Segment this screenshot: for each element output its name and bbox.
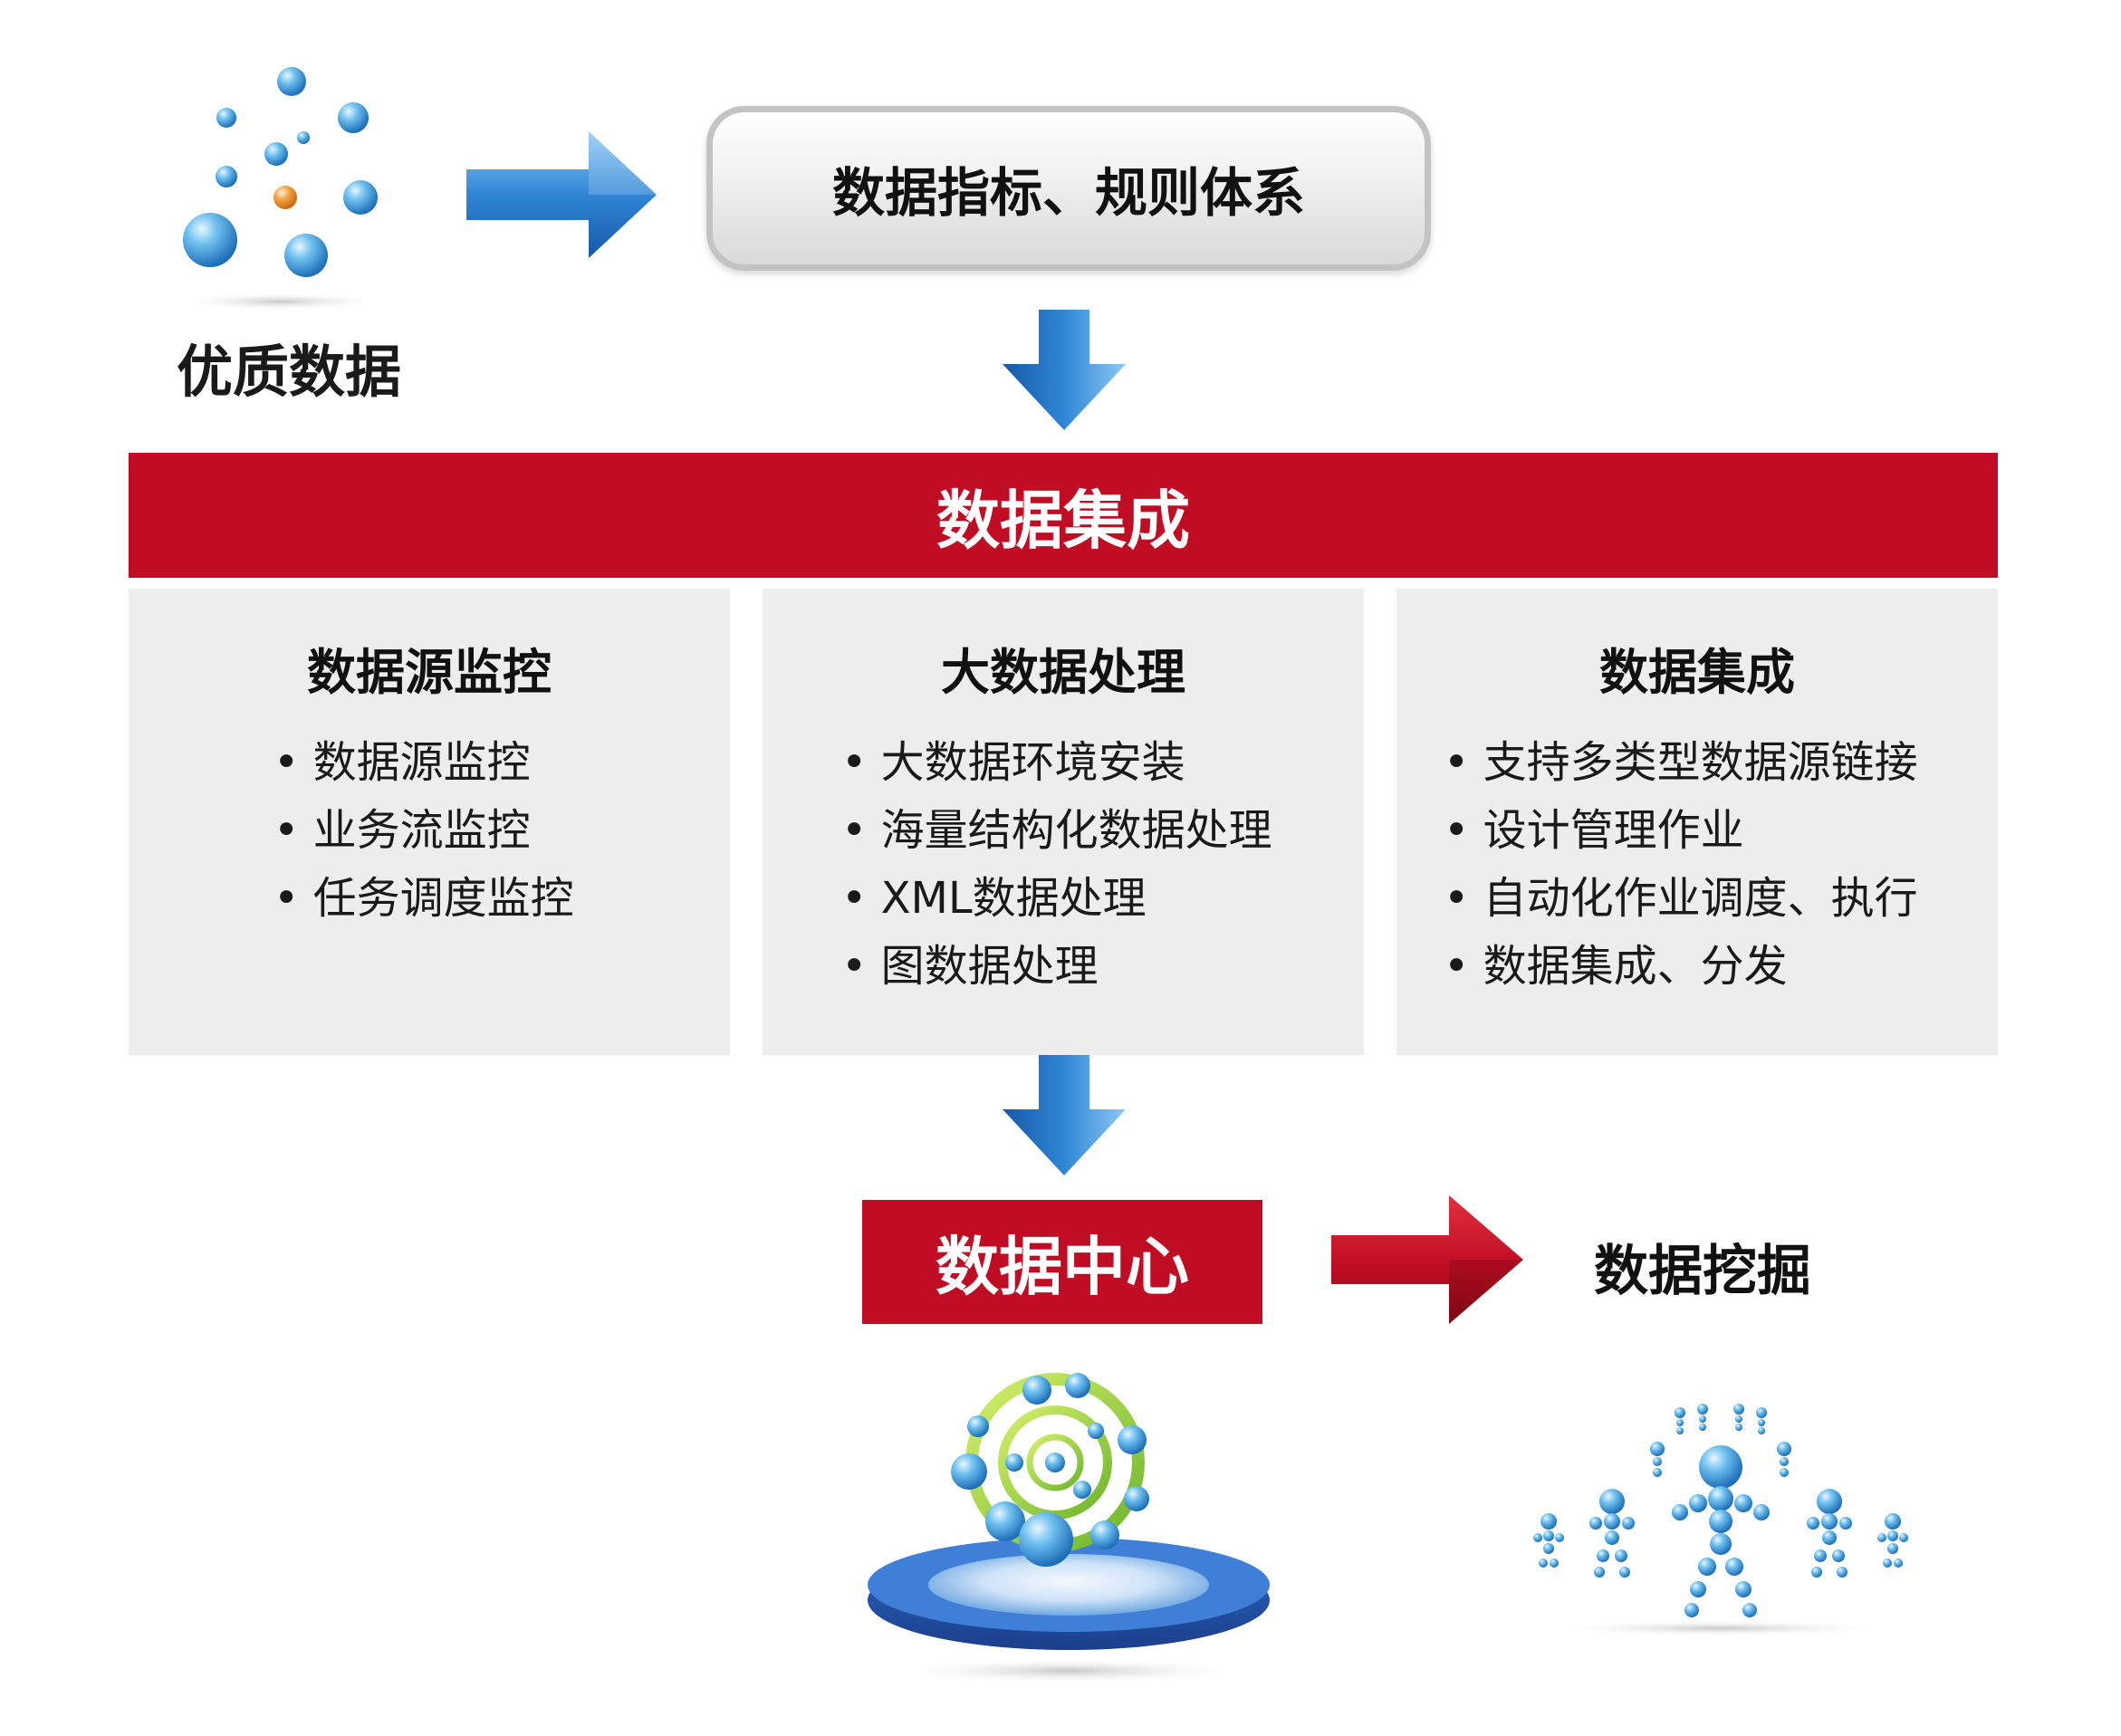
list-item: 海量结构化数据处理: [841, 797, 1272, 865]
list-item: 业务流监控: [274, 797, 574, 865]
list-item: 设计管理作业: [1444, 797, 1918, 865]
data-integration-banner: 数据集成: [129, 453, 1998, 578]
panel-source-monitoring: 数据源监控 数据源监控 业务流监控 任务调度监控: [129, 589, 730, 1055]
arrow-down-icon: [1003, 1055, 1126, 1175]
arrow-down-icon: [1003, 310, 1126, 430]
data-center-box: 数据中心: [862, 1200, 1262, 1324]
quality-data-label: 优质数据: [177, 339, 402, 405]
rules-system-label: 数据指标、规则体系: [831, 162, 1305, 224]
people-network-icon: [1533, 1404, 1908, 1636]
arrow-right-icon: [466, 131, 657, 258]
panel-list: 大数据环境安装 海量结构化数据处理 XML数据处理 图数据处理: [841, 729, 1272, 1001]
list-item: 数据集成、分发: [1444, 933, 1918, 1001]
panel-title: 数据集成: [1599, 644, 1795, 701]
list-item: 数据源监控: [274, 729, 574, 797]
panel-title: 数据源监控: [307, 644, 552, 701]
list-item: XML数据处理: [841, 865, 1272, 933]
data-mining-label: 数据挖掘: [1594, 1240, 1811, 1303]
list-item: 大数据环境安装: [841, 729, 1272, 797]
list-item: 任务调度监控: [274, 865, 574, 933]
panel-data-integration: 数据集成 支持多类型数据源链接 设计管理作业 自动化作业调度、执行 数据集成、分…: [1396, 589, 1998, 1055]
panel-title: 大数据处理: [941, 644, 1185, 701]
data-center-icon: [868, 1373, 1270, 1683]
data-center-label: 数据中心: [936, 1230, 1189, 1304]
data-integration-title: 数据集成: [936, 483, 1190, 558]
arrow-right-red-icon: [1331, 1195, 1523, 1324]
rules-system-box: 数据指标、规则体系: [706, 106, 1431, 271]
list-item: 图数据处理: [841, 933, 1272, 1001]
list-item: 自动化作业调度、执行: [1444, 865, 1918, 933]
panel-list: 支持多类型数据源链接 设计管理作业 自动化作业调度、执行 数据集成、分发: [1444, 729, 1918, 1001]
data-dots-icon: [177, 67, 385, 311]
panel-list: 数据源监控 业务流监控 任务调度监控: [274, 729, 574, 933]
list-item: 支持多类型数据源链接: [1444, 729, 1918, 797]
panel-big-data-processing: 大数据处理 大数据环境安装 海量结构化数据处理 XML数据处理 图数据处理: [763, 589, 1364, 1055]
